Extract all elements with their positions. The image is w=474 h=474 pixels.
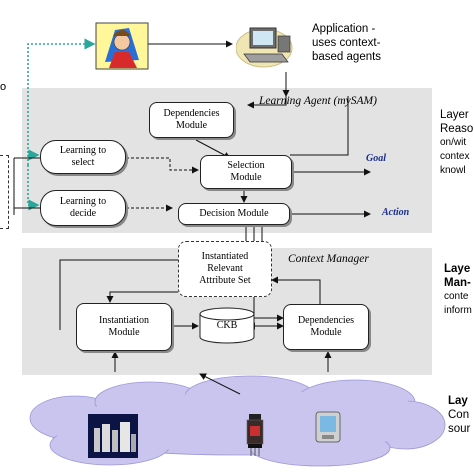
instantiated-line2: Relevant: [207, 263, 243, 274]
application-label: Application - uses context- based agents: [312, 22, 381, 64]
layer2-line4: inform: [444, 305, 472, 316]
sensor-photo-icon: [88, 414, 138, 458]
learning-select-line1: Learning to: [59, 145, 107, 156]
learning-decide-line2: decide: [69, 208, 97, 219]
layer1-line3: on/wit: [440, 137, 467, 148]
layer2-label: Laye Man- conte inform: [444, 262, 472, 318]
learning-agent-title: Learning Agent (mySAM): [259, 95, 377, 107]
left-clip-box: [0, 155, 9, 229]
layer1-line2: Reaso: [440, 123, 474, 135]
dependencies-top-line1: Dependencies: [163, 108, 220, 119]
user-icon: [95, 22, 149, 70]
application-line2: uses context-: [312, 37, 381, 49]
left-clip-text: o: [0, 81, 7, 93]
tube-icon: [246, 414, 264, 456]
application-title: Application -: [312, 23, 376, 35]
layer2-line2: Man-: [444, 277, 471, 289]
instantiated-line1: Instantiated: [201, 251, 249, 262]
action-tag: Action: [382, 207, 410, 218]
learning-select-line2: select: [71, 157, 95, 168]
dependencies-bottom-line1: Dependencies: [297, 315, 355, 326]
ckb-cylinder: [199, 307, 255, 344]
layer1-line4: contex: [440, 151, 470, 162]
decision-label: Decision Module: [199, 208, 269, 219]
selection-line1: Selection: [227, 160, 265, 171]
goal-tag: Goal: [366, 153, 386, 164]
context-manager-title: Context Manager: [288, 253, 369, 265]
layer2-line1: Laye: [444, 263, 471, 275]
learning-decide-line1: Learning to: [59, 196, 107, 207]
layer1-line5: knowl: [440, 165, 466, 176]
instantiation-line2: Module: [108, 327, 140, 338]
layer3-line1: Lay: [448, 395, 468, 407]
layer1-line1: Layer: [440, 109, 469, 121]
layer3-line3: sour: [448, 423, 471, 435]
decision-module: Decision Module: [178, 203, 290, 225]
selection-line2: Module: [230, 172, 262, 183]
dependencies-bottom-line2: Module: [310, 327, 342, 338]
layer1-label: Layer Reaso on/wit contex knowl: [440, 108, 473, 178]
instantiation-line1: Instantiation: [99, 315, 149, 326]
layer3-line2: Con: [448, 409, 470, 421]
pda-icon: [315, 411, 341, 443]
application-line3: based agents: [312, 51, 382, 63]
computer-icon: [236, 27, 293, 68]
instantiated-line3: Attribute Set: [199, 275, 251, 286]
layer2-line3: conte: [444, 291, 469, 302]
ckb-label: CKB: [216, 320, 238, 331]
dependencies-top-line2: Module: [175, 120, 208, 131]
layer3-label: Lay Con sour: [448, 394, 470, 436]
